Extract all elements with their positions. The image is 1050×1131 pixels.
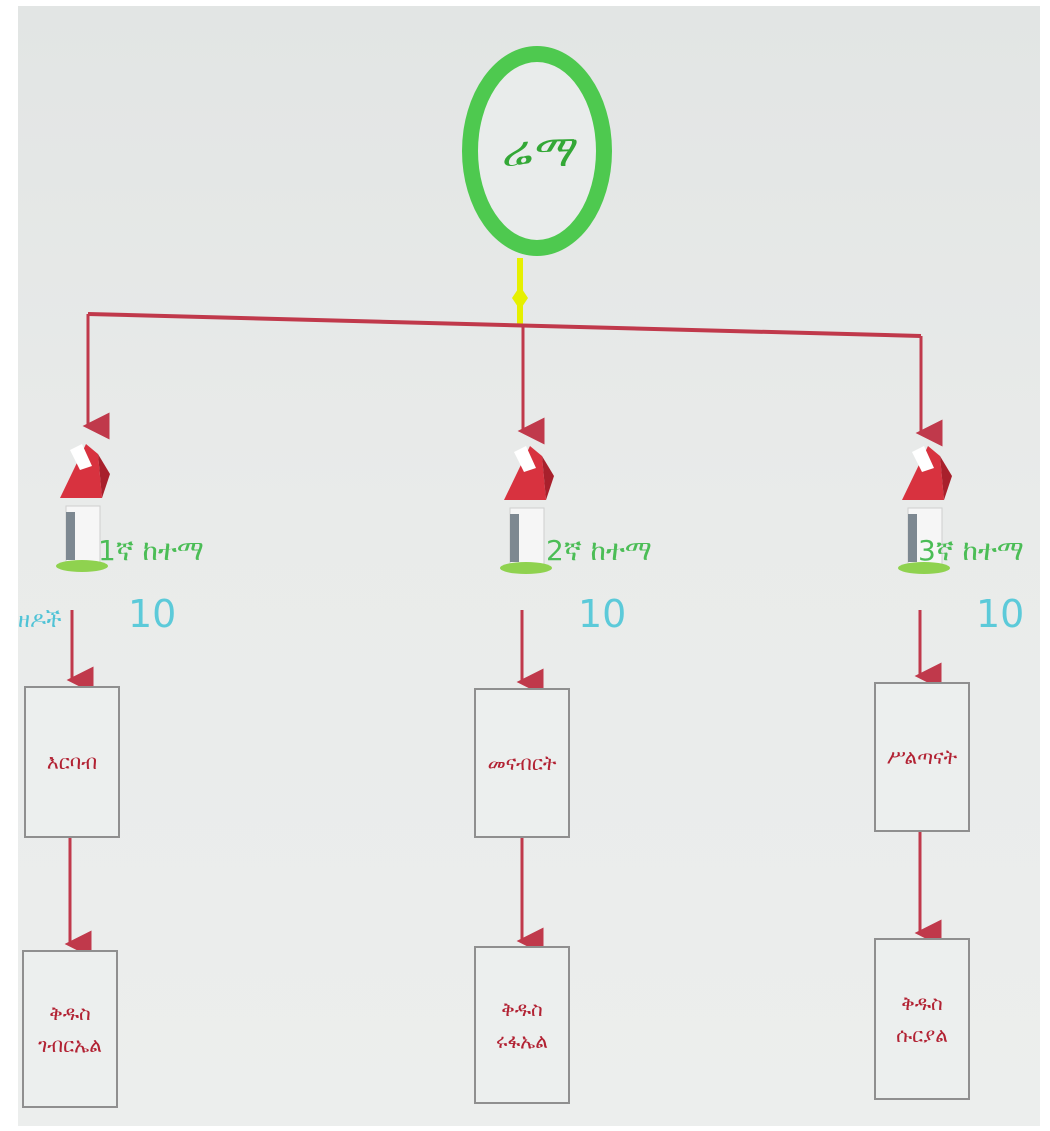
second-level-box-label-3: ቅዱስ ሱርያል xyxy=(896,991,948,1047)
first-level-box-label-1: እርባብ xyxy=(46,750,98,774)
second-level-box-2: ቅዱስ ሩፋኤል xyxy=(474,946,570,1104)
city-count-2: 10 xyxy=(578,592,627,636)
root-node: ሬማ xyxy=(462,46,612,256)
second-level-box-label-2: ቅዱስ ሩፋኤል xyxy=(496,997,548,1053)
root-label: ሬማ xyxy=(500,125,574,177)
diagram-canvas: ሬማ 1ኛ ከተማ 10 ዘዶች እርባብ ቅዱስ ገብርኤል 2ኛ ከተማ 1… xyxy=(18,6,1040,1126)
first-level-box-label-3: ሥልጣናት xyxy=(886,745,958,769)
second-level-box-1: ቅዱስ ገብርኤል xyxy=(22,950,118,1108)
second-level-box-3: ቅዱስ ሱርያል xyxy=(874,938,970,1100)
second-level-box-label-1: ቅዱስ ገብርኤል xyxy=(38,1001,102,1057)
connector-lines xyxy=(64,258,943,958)
city-label-2: 2ኛ ከተማ xyxy=(546,534,652,567)
house-icon xyxy=(894,438,958,584)
first-level-box-1: እርባብ xyxy=(24,686,120,838)
first-level-box-2: መናብርት xyxy=(474,688,570,838)
branch-bus xyxy=(87,312,922,338)
first-level-box-label-2: መናብርት xyxy=(487,751,557,775)
house-icon xyxy=(496,438,560,584)
city-count-3: 10 xyxy=(976,592,1025,636)
city-label-1: 1ኛ ከተማ xyxy=(98,534,204,567)
first-level-box-3: ሥልጣናት xyxy=(874,682,970,832)
house-icon xyxy=(52,436,116,582)
root-joint xyxy=(512,286,528,310)
side-label-1: ዘዶች xyxy=(18,608,62,633)
city-label-3: 3ኛ ከተማ xyxy=(918,534,1024,567)
city-count-1: 10 xyxy=(128,592,177,636)
